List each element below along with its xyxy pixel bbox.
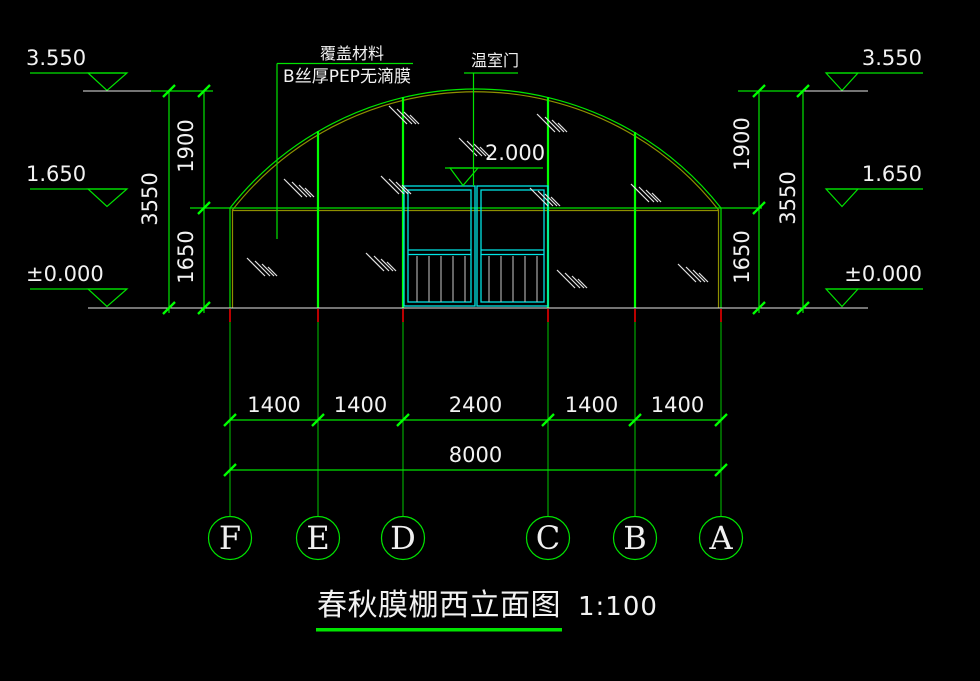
elevation-right-ground: ±0.000	[844, 262, 922, 286]
dim-overall: 8000	[449, 443, 502, 467]
door-leaf-left-inner	[407, 189, 472, 303]
elevation-markers-right: 3.550 1.650 ±0.000	[824, 46, 923, 308]
title-underline	[316, 628, 562, 632]
dim-segment-3: 2400	[449, 393, 502, 417]
drawing-title: 春秋膜棚西立面图	[317, 588, 561, 623]
dim-right-lower: 1650	[730, 230, 754, 283]
door-top-elevation-value: 2.000	[485, 141, 545, 165]
covering-material-line2: B丝厚PEP无滴膜	[283, 67, 411, 87]
grid-bubble-f: F	[219, 519, 241, 557]
dim-right-overall: 3550	[776, 171, 800, 224]
elevation-left-top: 3.550	[26, 46, 86, 70]
drawing-scale: 1:100	[578, 592, 658, 622]
elevation-triangle	[86, 72, 129, 92]
greenhouse-door	[403, 185, 549, 307]
door-leaf-left-outer	[403, 185, 476, 307]
grid-bubble-circle	[295, 515, 341, 561]
dim-left-overall: 3550	[138, 172, 162, 225]
grid-bubble-d: D	[390, 519, 416, 557]
elevation-triangle	[824, 188, 860, 208]
dim-segment-2: 1400	[334, 393, 387, 417]
grid-bubble-circle	[207, 515, 253, 561]
greenhouse-structure	[229, 88, 722, 308]
door-leaf-right-outer	[476, 185, 549, 307]
arch-outer-line	[229, 88, 722, 209]
grid-bubble-a: A	[708, 519, 733, 557]
grid-bubble-circle	[612, 515, 658, 561]
grid-bubble-c: C	[536, 519, 560, 557]
horizontal-dimensions: 1400 1400 2400 1400 1400 8000	[223, 393, 728, 477]
dim-segment-1: 1400	[247, 393, 300, 417]
grid-bubbles: F E D C B A	[207, 515, 744, 561]
grid-bubble-circle	[698, 515, 744, 561]
dim-left-lower: 1650	[174, 230, 198, 283]
grid-bubble-circle	[380, 515, 426, 561]
elevation-right-mid: 1.650	[862, 162, 922, 186]
door-right-louvers	[488, 256, 538, 302]
dim-segment-4: 1400	[565, 393, 618, 417]
grid-bubble-e: E	[306, 519, 329, 557]
elevation-triangle	[86, 288, 129, 308]
elevation-markers-left: 3.550 1.650 ±0.000	[26, 46, 129, 308]
elevation-left-ground: ±0.000	[26, 262, 104, 286]
dim-left-upper: 1900	[174, 119, 198, 172]
covering-material-line1: 覆盖材料	[320, 44, 384, 63]
elevation-triangle	[824, 72, 860, 92]
dim-segment-5: 1400	[651, 393, 704, 417]
vertical-dimensions-left: 3550 1900 1650	[138, 84, 211, 315]
grid-bubble-circle	[525, 515, 571, 561]
extension-lines	[83, 90, 868, 309]
door-top-elevation-marker: 2.000	[445, 141, 545, 187]
door-label: 温室门	[471, 51, 519, 70]
drawing-title-block: 春秋膜棚西立面图 1:100	[316, 588, 658, 632]
arch-inner-line	[231, 91, 720, 211]
door-top-elevation-triangle	[448, 167, 480, 187]
grid-bubble-b: B	[623, 519, 647, 557]
covering-material-callout: 覆盖材料 B丝厚PEP无滴膜	[276, 44, 413, 239]
elevation-left-mid: 1.650	[26, 162, 86, 186]
door-callout: 温室门	[464, 51, 519, 186]
vertical-dimensions-right: 1900 3550 1650	[730, 84, 810, 315]
elevation-right-top: 3.550	[862, 46, 922, 70]
elevation-triangle	[824, 288, 860, 308]
door-left-louvers	[416, 256, 466, 302]
elevation-triangle	[86, 188, 129, 208]
dim-right-upper: 1900	[730, 117, 754, 170]
